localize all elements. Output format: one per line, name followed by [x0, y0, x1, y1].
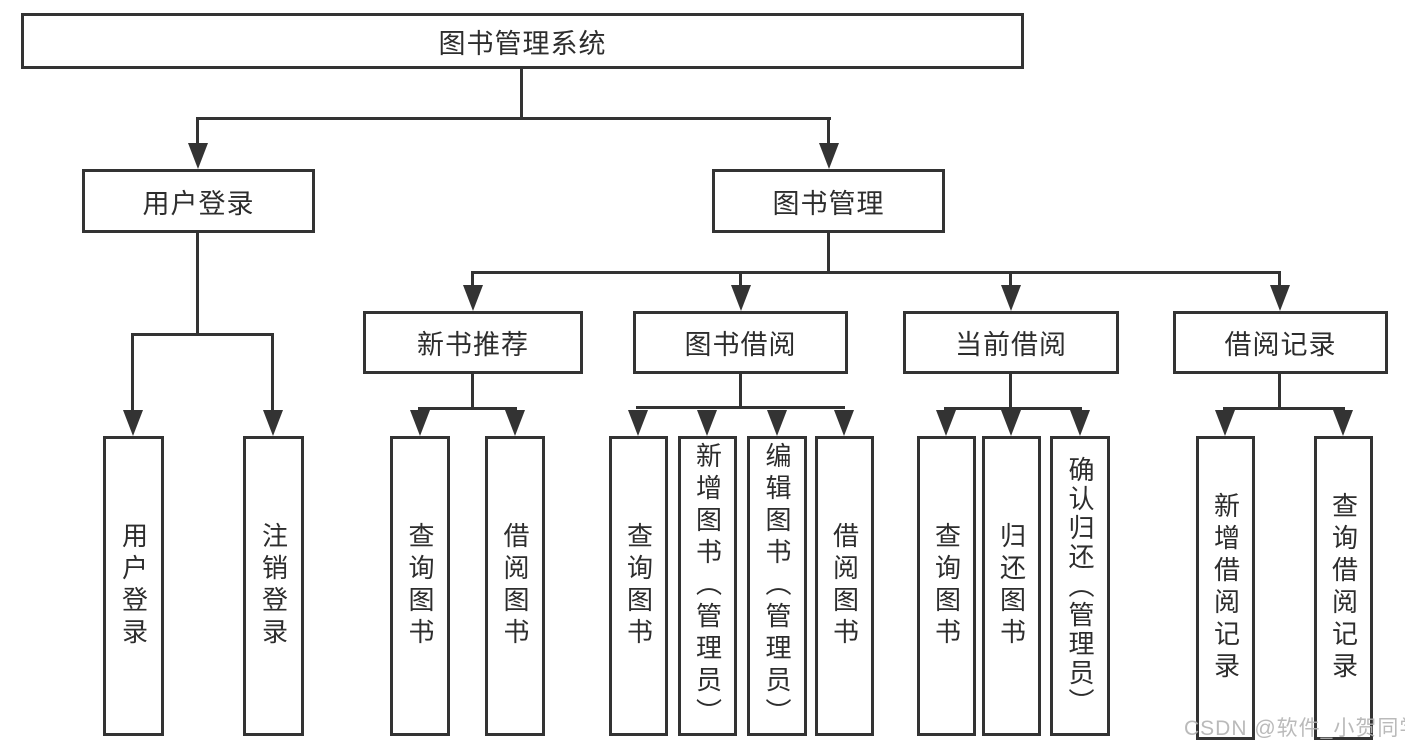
arrow-down-icon	[1001, 285, 1021, 311]
connector-line	[196, 233, 199, 336]
arrow-down-icon	[628, 410, 648, 436]
arrow-down-icon	[834, 410, 854, 436]
connector-line	[418, 407, 517, 410]
node-label: 编辑图书（管理员）	[762, 442, 792, 730]
arrow-down-icon	[697, 410, 717, 436]
arrow-down-icon	[1001, 410, 1021, 436]
connector-line	[739, 271, 742, 287]
node-book-management: 图书管理	[712, 169, 945, 233]
arrow-down-icon	[123, 410, 143, 436]
node-user-login: 用户登录	[82, 169, 315, 233]
arrow-down-icon	[263, 410, 283, 436]
node-label: 用户登录	[118, 522, 149, 650]
connector-line	[471, 271, 474, 287]
connector-line	[1009, 271, 1012, 287]
leaf-logout: 注销登录	[243, 436, 304, 736]
node-label: 查询借阅记录	[1328, 492, 1359, 684]
leaf-query-borrow-record: 查询借阅记录	[1314, 436, 1373, 740]
connector-line	[827, 117, 830, 145]
arrow-down-icon	[936, 410, 956, 436]
connector-line	[196, 117, 199, 145]
arrow-down-icon	[731, 285, 751, 311]
connector-line	[1278, 374, 1281, 410]
leaf-borrow-books-recommend: 借阅图书	[485, 436, 545, 736]
arrow-down-icon	[188, 143, 208, 169]
arrow-down-icon	[1270, 285, 1290, 311]
arrow-down-icon	[819, 143, 839, 169]
node-new-book-recommend: 新书推荐	[363, 311, 583, 374]
leaf-user-login: 用户登录	[103, 436, 164, 736]
node-label: 新增借阅记录	[1210, 492, 1241, 684]
node-label: 新书推荐	[417, 330, 529, 360]
node-label: 图书借阅	[684, 330, 797, 360]
csdn-watermark: CSDN @软件_小贺同学	[1184, 717, 1405, 740]
connector-line	[471, 374, 474, 410]
connector-line	[1009, 374, 1012, 410]
node-label: 借阅记录	[1224, 330, 1337, 360]
leaf-borrow-books: 借阅图书	[815, 436, 874, 736]
node-label: 注销登录	[258, 522, 289, 650]
node-label: 查询图书	[623, 522, 654, 650]
connector-line	[739, 374, 742, 409]
node-label: 借阅图书	[500, 522, 530, 650]
connector-line	[131, 333, 134, 412]
connector-line	[271, 333, 274, 412]
node-label: 查询图书	[405, 522, 435, 650]
arrow-down-icon	[1333, 410, 1353, 436]
node-label: 用户登录	[142, 188, 255, 219]
node-current-borrow: 当前借阅	[903, 311, 1119, 374]
arrow-down-icon	[1070, 410, 1090, 436]
leaf-add-borrow-record: 新增借阅记录	[1196, 436, 1255, 740]
connector-line	[196, 117, 831, 120]
leaf-edit-books-admin: 编辑图书（管理员）	[747, 436, 807, 736]
connector-line	[1223, 407, 1345, 410]
connector-line	[131, 333, 274, 336]
connector-line	[944, 407, 1082, 410]
arrow-down-icon	[767, 410, 787, 436]
connector-line	[636, 406, 845, 409]
arrow-down-icon	[410, 410, 430, 436]
node-label: 借阅图书	[829, 522, 860, 650]
node-label: 图书管理	[772, 188, 885, 219]
node-label: 归还图书	[996, 522, 1027, 650]
leaf-query-books-borrow: 查询图书	[609, 436, 668, 736]
node-label: 当前借阅	[955, 330, 1067, 360]
leaf-add-books-admin: 新增图书（管理员）	[678, 436, 737, 736]
connector-line	[1278, 271, 1281, 287]
node-label: 查询图书	[931, 522, 962, 650]
connector-line	[471, 271, 1281, 274]
node-book-borrow: 图书借阅	[633, 311, 848, 374]
node-root-library-system: 图书管理系统	[21, 13, 1024, 69]
leaf-query-books-current: 查询图书	[917, 436, 976, 736]
leaf-confirm-return-admin: 确认归还（管理员）	[1050, 436, 1110, 736]
connector-line	[827, 233, 830, 274]
arrow-down-icon	[505, 410, 525, 436]
arrow-down-icon	[1215, 410, 1235, 436]
node-label: 图书管理系统	[438, 28, 607, 59]
leaf-query-books-recommend: 查询图书	[390, 436, 450, 736]
node-label: 确认归还（管理员）	[1065, 455, 1095, 717]
node-label: 新增图书（管理员）	[692, 442, 723, 730]
leaf-return-books: 归还图书	[982, 436, 1041, 736]
node-borrow-records: 借阅记录	[1173, 311, 1388, 374]
arrow-down-icon	[463, 285, 483, 311]
connector-line	[520, 69, 523, 120]
